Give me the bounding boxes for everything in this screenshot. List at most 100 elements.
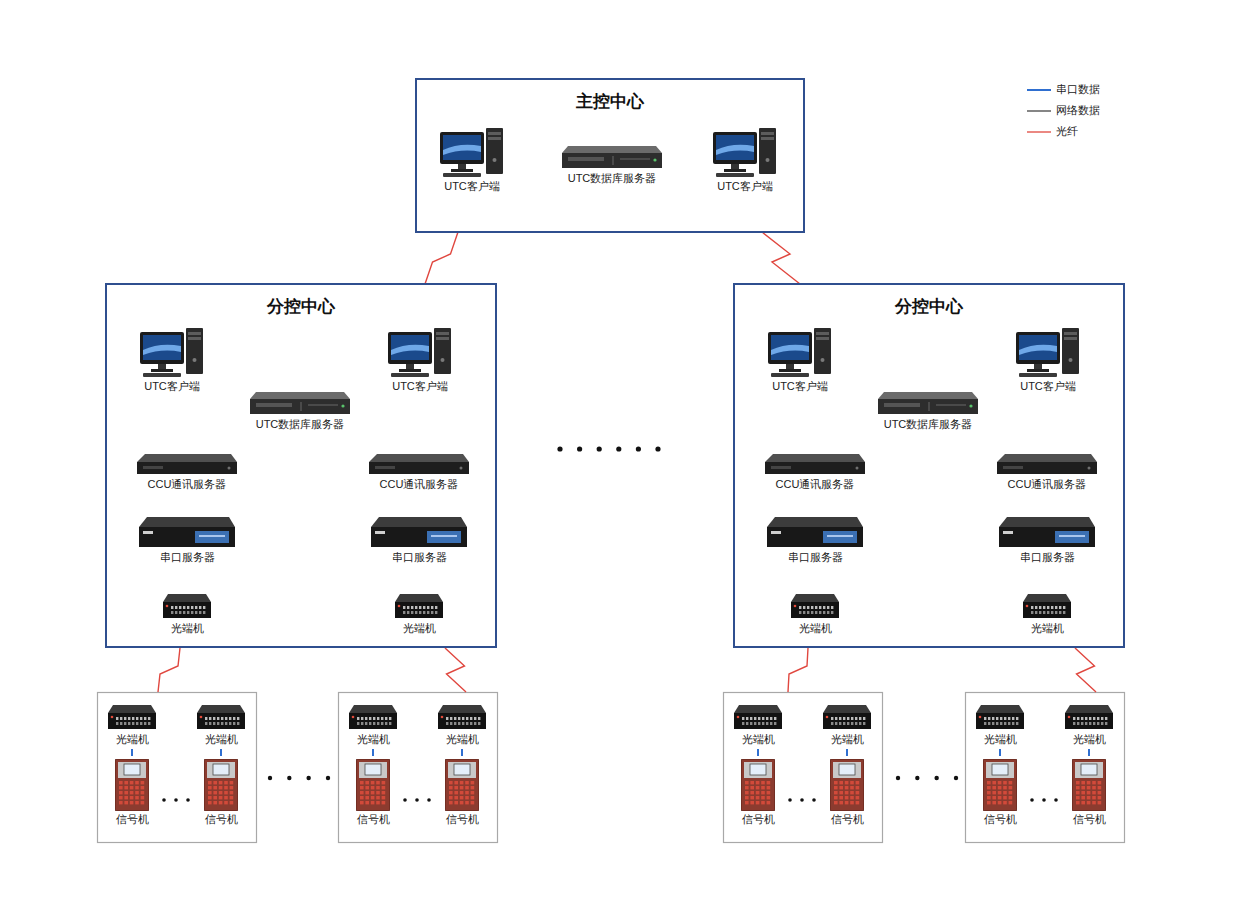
device-icon: [734, 705, 782, 731]
icon-part: [448, 762, 476, 778]
icon-part: [488, 137, 501, 140]
icon-part: [120, 717, 122, 720]
icon-part: [124, 781, 128, 784]
icon-part: [213, 801, 217, 804]
icon-part: [128, 717, 130, 720]
icon-part: [225, 722, 227, 725]
icon-part: [431, 606, 433, 609]
icon-part: [1093, 717, 1095, 720]
ellipsis-dot: [812, 798, 816, 802]
icon-part: [999, 527, 1095, 547]
icon-part: [843, 717, 845, 720]
icon-part: [237, 722, 239, 725]
icon-part: [839, 717, 841, 720]
icon-part: [191, 611, 193, 614]
device-node: 光端机: [734, 705, 782, 746]
control-center-box: 分控中心UTC客户端UTC客户端UTC数据库服务器CCU通讯服务器CCU通讯服务…: [105, 283, 497, 648]
icon-part: [839, 791, 843, 794]
icon-part: [771, 345, 809, 355]
icon-part: [115, 759, 149, 811]
icon-part: [750, 791, 754, 794]
device-node: 光端机: [197, 705, 245, 746]
icon-part: [756, 786, 760, 789]
icon-part: [750, 764, 766, 775]
icon-part: [761, 786, 765, 789]
icon-part: [389, 722, 391, 725]
device-icon: [369, 454, 469, 476]
icon-part: [208, 801, 212, 804]
icon-part: [135, 786, 139, 789]
icon-part: [761, 137, 774, 140]
device-label: 光端机: [197, 733, 245, 746]
icon-part: [878, 399, 978, 414]
icon-part: [756, 781, 760, 784]
device-node: 信号机: [115, 759, 149, 826]
icon-part: [831, 611, 833, 614]
icon-part: [998, 801, 1002, 804]
icon-part: [136, 722, 138, 725]
icon-part: [1087, 801, 1091, 804]
icon-part: [754, 717, 756, 720]
device-icon: [765, 454, 865, 476]
box-title: 主控中心: [417, 90, 803, 113]
icon-part: [1087, 796, 1091, 799]
device-icon: [878, 392, 978, 416]
icon-part: [349, 713, 397, 729]
icon-part: [856, 467, 859, 470]
device-icon: [997, 454, 1097, 476]
icon-part: [1047, 611, 1049, 614]
icon-part: [716, 173, 754, 177]
icon-part: [716, 135, 754, 160]
icon-part: [850, 791, 854, 794]
icon-part: [713, 132, 757, 164]
device-node: 串口服务器: [371, 517, 467, 564]
icon-part: [839, 786, 843, 789]
device-node: UTC客户端: [713, 128, 777, 193]
icon-part: [988, 717, 990, 720]
icon-part: [1000, 722, 1002, 725]
device-label: 光端机: [734, 733, 782, 746]
device-node: 信号机: [983, 759, 1017, 826]
icon-part: [1075, 762, 1103, 778]
icon-part: [200, 716, 203, 719]
icon-part: [171, 606, 173, 609]
icon-part: [1008, 717, 1010, 720]
icon-part: [406, 364, 414, 369]
icon-part: [1003, 466, 1023, 469]
icon-part: [132, 717, 134, 720]
device-icon: [163, 594, 211, 620]
icon-part: [1073, 722, 1075, 725]
icon-part: [855, 722, 857, 725]
icon-part: [460, 801, 464, 804]
icon-part: [758, 717, 760, 720]
icon-part: [1105, 722, 1107, 725]
icon-part: [423, 606, 425, 609]
icon-part: [446, 717, 448, 720]
icon-part: [1016, 332, 1060, 364]
icon-part: [233, 717, 235, 720]
device-node: 信号机: [741, 759, 775, 826]
icon-part: [1035, 611, 1037, 614]
icon-part: [219, 801, 223, 804]
icon-part: [936, 404, 966, 406]
icon-part: [831, 717, 833, 720]
icon-part: [1092, 786, 1096, 789]
icon-part: [230, 791, 234, 794]
icon-part: [998, 796, 1002, 799]
icon-part: [998, 791, 1002, 794]
icon-part: [460, 467, 463, 470]
icon-part: [434, 328, 451, 374]
icon-part: [415, 606, 417, 609]
icon-part: [191, 606, 193, 609]
device-node: 串口服务器: [999, 517, 1095, 564]
icon-part: [992, 722, 994, 725]
icon-part: [839, 781, 843, 784]
icon-part: [1008, 722, 1010, 725]
device-node: 串口服务器: [767, 517, 863, 564]
icon-part: [750, 786, 754, 789]
icon-part: [774, 722, 776, 725]
device-label: UTC客户端: [388, 380, 452, 393]
icon-part: [143, 531, 153, 534]
icon-part: [834, 796, 838, 799]
